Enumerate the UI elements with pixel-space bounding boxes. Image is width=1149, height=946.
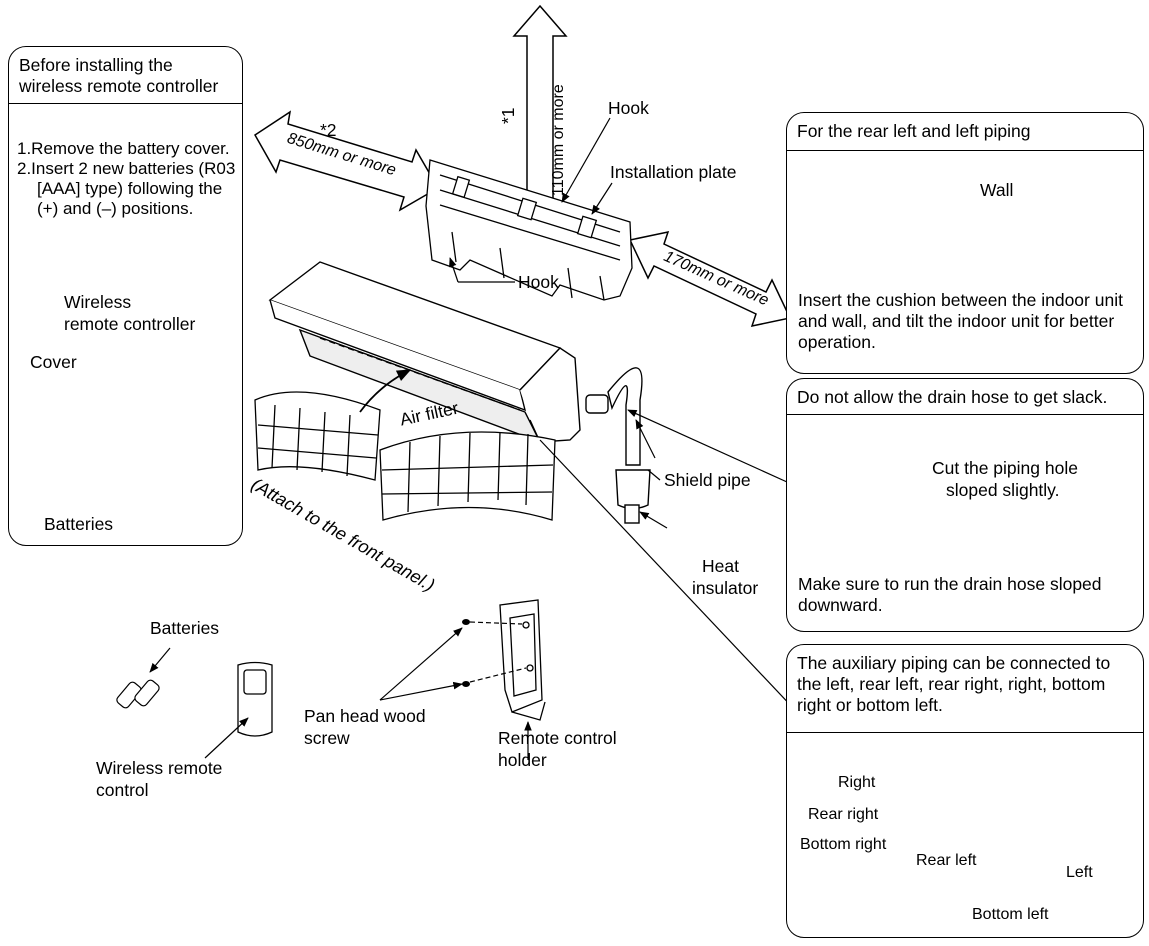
cover-label: Cover (30, 352, 77, 372)
rear-left-caption: Insert the cushion between the indoor un… (798, 290, 1123, 352)
remote-label-1: Wireless (64, 292, 132, 312)
aux-title: The auxiliary piping can be connected to… (787, 645, 1143, 733)
rear-left-title: For the rear left and left piping (787, 113, 1143, 151)
accessory-remote (237, 661, 273, 737)
battery-step-2: 2.Insert 2 new batteries (R03 [AAA] type… (17, 159, 236, 218)
acc-wireless-1: Wireless remote (96, 758, 223, 778)
battery-steps: 1.Remove the battery cover. 2.Insert 2 n… (17, 139, 239, 219)
hook-top-label: Hook (608, 98, 649, 118)
drain-caption: Make sure to run the drain hose sloped d… (798, 574, 1102, 615)
air-filter-drawing (254, 391, 556, 521)
dir-left: Left (1066, 864, 1093, 881)
dir-bottom-left: Bottom left (972, 906, 1049, 923)
cut-note-1: Cut the piping hole (932, 458, 1078, 478)
indoor-unit-drawing (268, 261, 581, 444)
dir-rear-right: Rear right (808, 806, 879, 823)
accessory-holder (499, 599, 546, 721)
acc-screw-1: Pan head wood (304, 706, 426, 726)
aux-panel: The auxiliary piping can be connected to… (786, 644, 1144, 938)
panel-batteries-label: Batteries (44, 514, 114, 534)
dir-right: Right (838, 774, 876, 791)
note-2: *2 (320, 120, 337, 140)
acc-holder-2: holder (498, 750, 547, 770)
pipe-drawing (585, 367, 651, 524)
remote-label-2: remote controller (64, 314, 196, 334)
heat-insulator-label-1: Heat (702, 556, 739, 576)
battery-step-1: 1.Remove the battery cover. (17, 139, 230, 158)
acc-screw-2: screw (304, 728, 350, 748)
accessory-batteries (116, 679, 160, 709)
cut-note-2: sloped slightly. (946, 480, 1060, 500)
top-clearance-value: 110mm or more (550, 84, 567, 196)
hook-bottom-label: Hook (518, 272, 559, 292)
wall-label: Wall (980, 180, 1014, 200)
acc-holder-1: Remote control (498, 728, 617, 748)
acc-batteries-label: Batteries (150, 618, 220, 638)
installation-plate-drawing (425, 159, 633, 301)
acc-wireless-2: control (96, 780, 149, 800)
drain-title: Do not allow the drain hose to get slack… (787, 379, 1143, 415)
battery-panel-title: Before installing the wireless remote co… (9, 47, 242, 104)
dir-rear-left: Rear left (916, 852, 977, 869)
shield-pipe-label: Shield pipe (664, 470, 751, 490)
dir-bottom-right: Bottom right (800, 836, 887, 853)
installation-plate-label: Installation plate (610, 162, 737, 182)
note-1: *1 (498, 107, 518, 124)
rear-left-panel: For the rear left and left piping (786, 112, 1144, 374)
drain-panel: Do not allow the drain hose to get slack… (786, 378, 1144, 632)
heat-insulator-label-2: insulator (692, 578, 759, 598)
battery-panel: Before installing the wireless remote co… (8, 46, 243, 546)
